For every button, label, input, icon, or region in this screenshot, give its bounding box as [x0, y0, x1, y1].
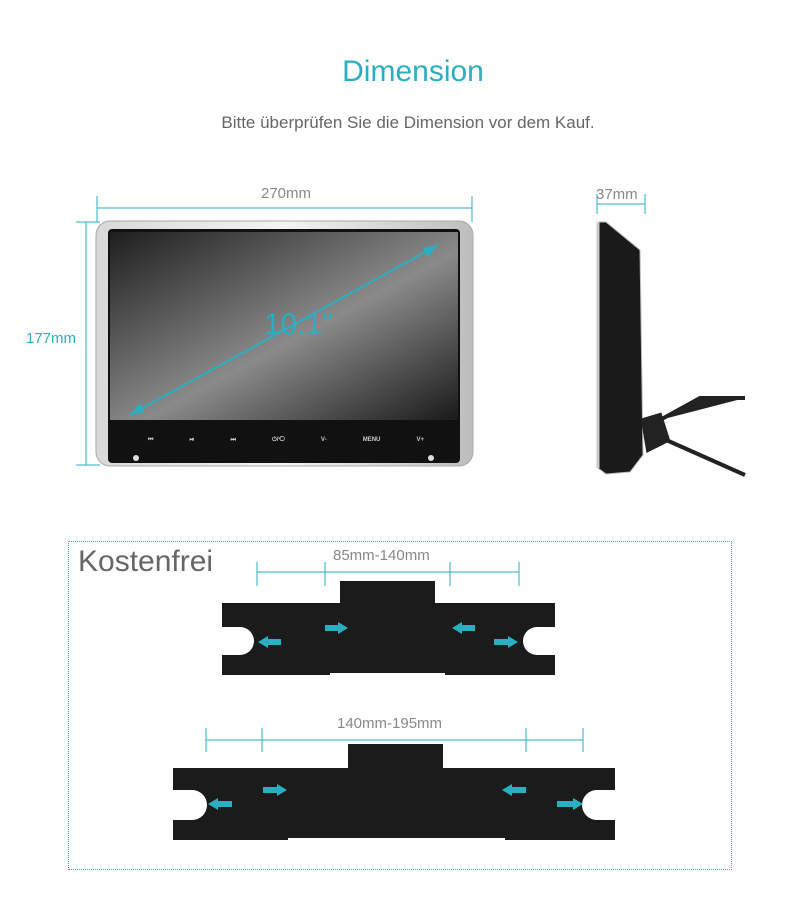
accessories-box	[68, 541, 732, 870]
menu-button-label: MENU	[362, 437, 381, 443]
arrows-small	[258, 622, 518, 648]
width-label: 270mm	[261, 185, 312, 202]
side-view-device	[597, 221, 644, 475]
device-button-row: ⏮ ⏯ ⏭ ⏻/⟲ V- MENU V+	[148, 437, 424, 444]
arrows-large	[208, 784, 583, 810]
page-subtitle: Bitte überprüfen Sie die Dimension vor d…	[221, 113, 595, 132]
height-dimension-line	[76, 221, 100, 466]
mount-bracket	[640, 396, 746, 477]
screen-display	[110, 232, 458, 420]
prev-button-label: ⏮	[148, 437, 154, 443]
range-large-dimension	[205, 728, 584, 752]
width-dimension-line	[96, 196, 473, 222]
play-pause-button-label: ⏯	[189, 437, 195, 443]
range-large-label: 140mm-195mm	[337, 715, 443, 732]
power-button-label: ⏻/⟲	[271, 437, 285, 443]
depth-dimension-line	[596, 194, 646, 214]
height-label: 177mm	[26, 330, 77, 347]
range-small-dimension	[256, 562, 520, 586]
diagonal-label: 10.1"	[264, 308, 334, 341]
page-title: Dimension	[342, 55, 484, 88]
range-small-label: 85mm-140mm	[333, 547, 430, 564]
depth-label: 37mm	[596, 186, 638, 203]
volume-up-button-label: V+	[416, 437, 424, 443]
diagonal-arrow	[129, 244, 439, 416]
next-button-label: ⏭	[230, 437, 236, 443]
accessories-title: Kostenfrei	[78, 545, 214, 578]
volume-down-button-label: V-	[320, 437, 327, 443]
